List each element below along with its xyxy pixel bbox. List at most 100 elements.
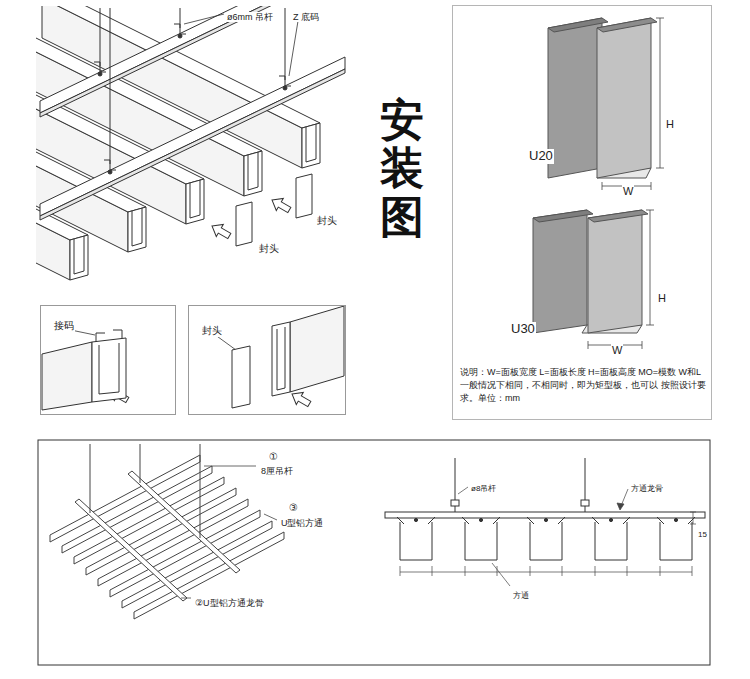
cap-detail xyxy=(277,327,285,390)
leader-line xyxy=(181,466,277,598)
heading-text: 安装图 xyxy=(380,96,424,241)
clip-detail xyxy=(96,330,122,342)
u20-profile xyxy=(597,18,657,32)
section-drawing xyxy=(397,517,435,560)
u30-profile xyxy=(588,210,648,222)
part-label: ②U型铝方通龙骨 xyxy=(194,598,265,608)
section-drawing xyxy=(414,518,417,521)
clip-detail xyxy=(92,338,126,402)
u30-profile xyxy=(533,210,587,333)
part-label: 方通龙骨 xyxy=(630,484,664,493)
section-drawing xyxy=(385,458,705,560)
u30-profile xyxy=(533,210,648,333)
section-drawing xyxy=(592,517,630,560)
text-slot: W xyxy=(611,340,623,358)
dimension-line xyxy=(588,18,664,349)
end-cap xyxy=(296,174,312,218)
part-label: 15 xyxy=(697,530,708,539)
hanger-rod xyxy=(98,72,102,76)
text-slot: H xyxy=(665,114,675,132)
ceiling-illustration xyxy=(36,6,345,280)
part-label: 封头 xyxy=(201,325,223,337)
label-slot: 封头 xyxy=(316,210,338,228)
u-channel xyxy=(36,105,88,240)
u-channel xyxy=(186,179,204,224)
dimension-label: H xyxy=(657,292,667,305)
part-label: U20 xyxy=(528,149,554,164)
carrier-beam xyxy=(128,471,240,573)
label-slot: ø6mm 吊杆 xyxy=(226,6,274,24)
part-label: 封头 xyxy=(258,243,280,255)
dimension-label: W xyxy=(611,344,623,357)
part-label: ① xyxy=(268,451,279,463)
u30-profile xyxy=(588,210,642,333)
u-channel xyxy=(132,208,142,246)
text-slot: H xyxy=(657,288,667,306)
hanger-rod xyxy=(90,444,91,513)
section-drawing xyxy=(581,500,589,506)
hanger-rod xyxy=(100,8,101,66)
text-slot: U20 xyxy=(528,146,554,164)
part-label: 封头 xyxy=(316,215,338,227)
hanger-rod xyxy=(110,8,111,164)
direction-arrow xyxy=(209,220,233,242)
section-drawing xyxy=(479,518,482,521)
cap-detail xyxy=(290,306,344,392)
leader-line xyxy=(181,598,191,599)
section-drawing xyxy=(657,517,695,560)
label-slot: ① xyxy=(268,446,279,464)
part-label: 方通 xyxy=(512,591,530,600)
text-slot: W xyxy=(622,181,634,199)
dimension-label: W xyxy=(622,185,634,198)
leader-line xyxy=(204,466,256,467)
section-drawing xyxy=(544,518,547,521)
part-label: 8厘吊杆 xyxy=(260,466,294,476)
dimension-line xyxy=(602,182,603,190)
label-slot: U型铝方通 xyxy=(280,512,325,530)
dimension-line xyxy=(617,503,624,510)
panel-frame xyxy=(38,440,710,665)
label-slot: 方通 xyxy=(512,584,530,602)
clip-detail xyxy=(42,330,126,410)
label-slot: ø8吊杆 xyxy=(470,477,497,495)
dimension-line xyxy=(656,18,664,19)
detail-panel: 封头 xyxy=(188,305,346,415)
detail-panel: 接码 xyxy=(40,305,176,415)
hanger-rod xyxy=(108,170,112,174)
label-slot: 安装图 xyxy=(380,96,424,241)
part-label: ø8吊杆 xyxy=(470,484,497,493)
label-slot: ②U型铝方通龙骨 xyxy=(194,592,265,610)
hanger-rod xyxy=(279,76,291,86)
hanger-rod xyxy=(285,8,286,80)
carrier-beam xyxy=(40,6,345,220)
section-drawing xyxy=(462,517,500,560)
leader-line xyxy=(184,14,224,24)
end-cap xyxy=(236,174,312,246)
label-slot: 封头 xyxy=(258,238,280,256)
part-label: U型铝方通 xyxy=(280,518,325,528)
carrier-beam xyxy=(75,471,240,601)
leader-line xyxy=(289,21,298,76)
hanger-rod xyxy=(94,62,106,72)
dimension-line xyxy=(646,210,654,211)
u-channel xyxy=(128,207,146,252)
dimension-label: H xyxy=(665,118,675,131)
part-label: Z 底码 xyxy=(292,12,320,22)
u20-profile xyxy=(548,18,657,178)
u-channel xyxy=(302,123,320,168)
end-cap xyxy=(236,202,252,246)
u-slat xyxy=(50,455,284,619)
dimension-line xyxy=(656,168,664,169)
dimension-line xyxy=(458,487,468,494)
text-slot: 接码 xyxy=(53,315,75,333)
cap-detail xyxy=(232,346,250,408)
direction-arrow xyxy=(269,194,293,216)
part-label: 接码 xyxy=(53,320,75,332)
part-label: ③ xyxy=(288,502,299,514)
label-slot: 15 xyxy=(697,523,708,541)
u-slat xyxy=(50,455,200,542)
cap-detail xyxy=(272,322,290,396)
